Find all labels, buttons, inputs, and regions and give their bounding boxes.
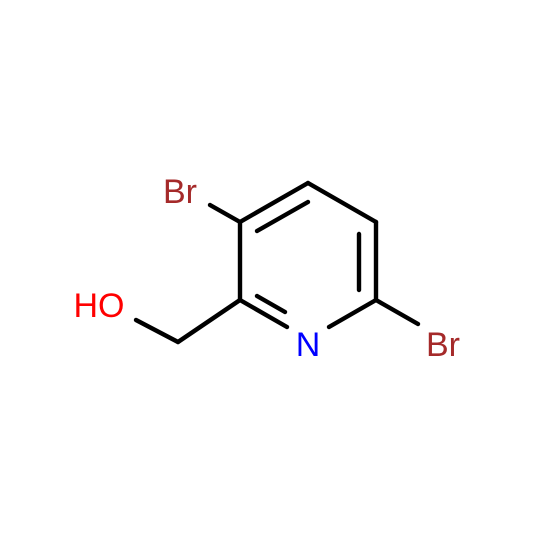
bond-c6-n1 [326,297,379,330]
bond-c4-c5 [305,180,379,225]
bromine-label-right: Br [426,326,460,364]
bond-ch2-o [133,317,181,345]
bond-c3-br [207,202,243,225]
bond-n1-c2-outer [237,297,290,330]
nitrogen-label: N [296,326,321,364]
bond-c3-c4-inner [254,199,311,234]
bond-c3-c4-outer [237,180,311,225]
bond-c2-ch2 [175,297,243,345]
hydroxyl-label: HO [74,287,125,325]
bond-c6-br [373,297,421,327]
bond-n1-c2-inner [254,293,288,315]
bromine-label-top: Br [163,173,197,211]
